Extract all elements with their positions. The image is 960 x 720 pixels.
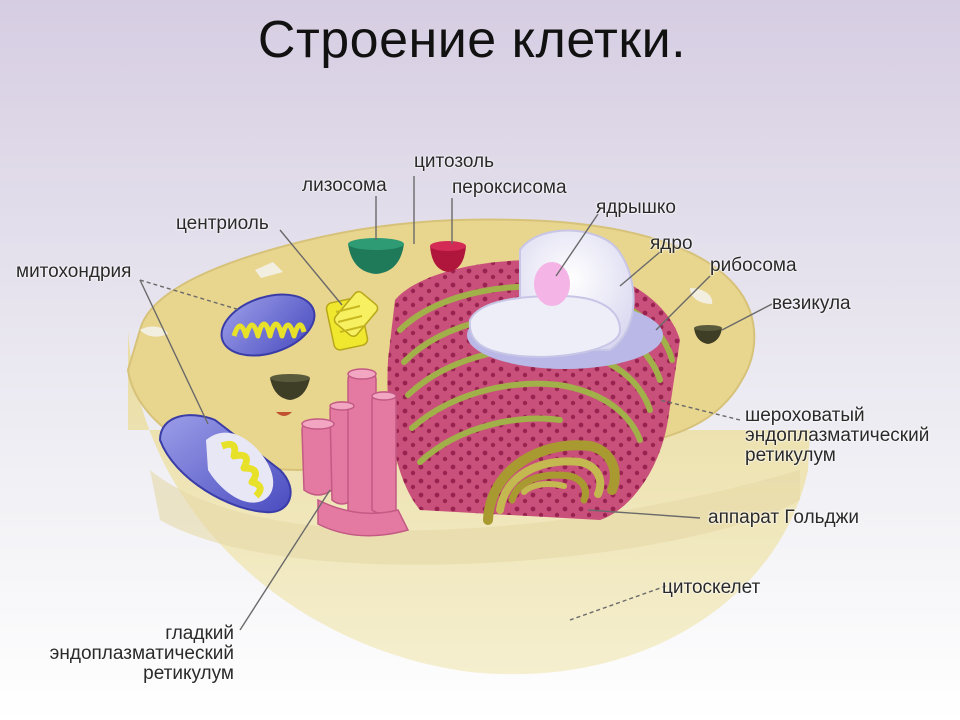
- vesicle-small: [270, 374, 310, 416]
- label-peroxisome: пероксисома: [452, 177, 567, 198]
- peroxisome: [430, 241, 466, 272]
- label-vesicle: везикула: [772, 293, 851, 314]
- leader-lines: [139, 176, 773, 631]
- label-lysosome: лизосома: [302, 175, 387, 196]
- label-smooth-er: гладкий эндоплазматический ретикулум: [30, 624, 234, 684]
- label-centriole: центриоль: [176, 213, 269, 234]
- label-mitochondria: митохондрия: [16, 261, 132, 282]
- label-cytoskeleton: цитоскелет: [662, 577, 761, 598]
- label-rough-er-line2: эндоплазматический: [745, 425, 930, 446]
- label-golgi: аппарат Гольджи: [708, 507, 859, 528]
- label-rough-er-line3: ретикулум: [745, 445, 836, 466]
- label-smooth-er-line1: гладкий: [165, 623, 234, 644]
- label-ribosome: рибосома: [710, 255, 797, 276]
- label-rough-er: шероховатый эндоплазматический ретикулум: [745, 406, 929, 466]
- mitochondrion-bottom: [158, 414, 292, 514]
- nucleus: [467, 229, 663, 369]
- lysosome: [348, 238, 404, 274]
- label-nucleus: ядро: [650, 233, 693, 254]
- vesicle: [694, 325, 722, 344]
- mitochondrion-top: [220, 293, 316, 357]
- label-nucleolus: ядрышко: [596, 197, 676, 218]
- label-smooth-er-line3: ретикулум: [143, 663, 234, 684]
- label-rough-er-line1: шероховатый: [745, 405, 865, 426]
- page-title: Строение клетки.: [257, 11, 687, 69]
- label-cytosol: цитозоль: [414, 151, 494, 172]
- golgi-apparatus: [483, 440, 620, 525]
- label-smooth-er-line2: эндоплазматический: [49, 643, 234, 664]
- smooth-er: [301, 368, 410, 537]
- centriole: [325, 290, 379, 351]
- cell-body-shade: [150, 470, 800, 565]
